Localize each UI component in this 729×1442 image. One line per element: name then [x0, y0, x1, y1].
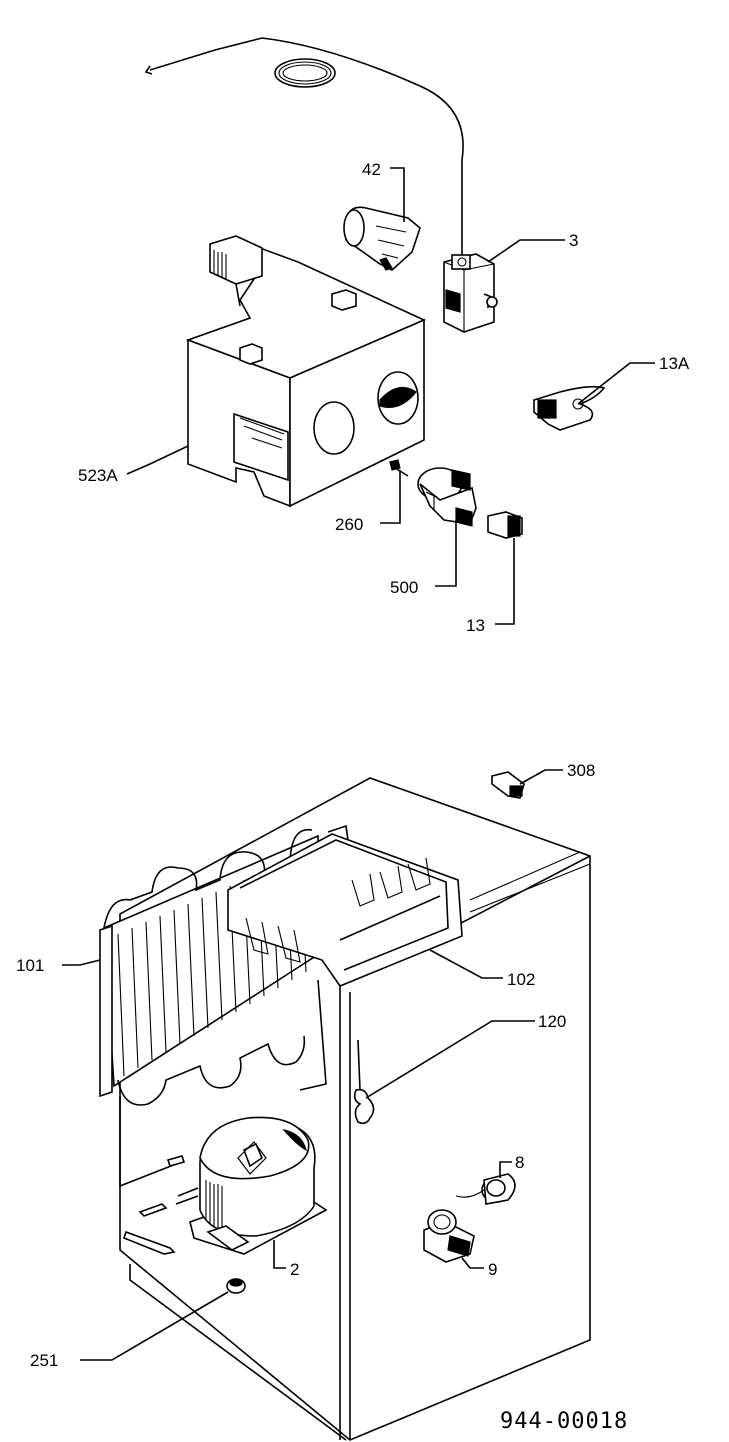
callout-13: 13 — [466, 616, 485, 635]
callout-500: 500 — [390, 578, 418, 597]
lamp-holder-part — [343, 206, 421, 271]
knob-pin-part — [487, 511, 523, 539]
callout-13A: 13A — [659, 354, 690, 373]
callout-8: 8 — [515, 1153, 524, 1172]
thermostat-knob-insert-part — [533, 385, 606, 431]
thermostat-part — [443, 253, 498, 333]
overload-protector-part — [423, 1209, 475, 1263]
document-code: 944-00018 — [500, 1409, 628, 1434]
callout-labels: 42 3 13A 523A 260 500 13 308 101 102 120… — [16, 160, 690, 1370]
callout-120: 120 — [538, 1012, 566, 1031]
callout-260: 260 — [335, 515, 363, 534]
loose-small-parts — [123, 1203, 246, 1294]
screw-part — [389, 459, 409, 477]
lamp-socket-part — [417, 467, 477, 527]
callout-308: 308 — [567, 761, 595, 780]
callout-251: 251 — [30, 1351, 58, 1370]
callout-3: 3 — [569, 231, 578, 250]
leader-lines — [62, 167, 655, 1361]
callout-2: 2 — [290, 1260, 299, 1279]
callout-9: 9 — [488, 1260, 497, 1279]
drip-tray-part — [227, 824, 463, 987]
compressor-part — [166, 1116, 328, 1255]
callout-523A: 523A — [78, 466, 118, 485]
light-housing-part — [185, 235, 426, 508]
callout-102: 102 — [507, 970, 535, 989]
sensor-probe-part — [353, 1039, 375, 1125]
hinge-cover-part — [491, 771, 525, 799]
capillary-tube — [144, 37, 464, 256]
callout-101: 101 — [16, 956, 44, 975]
start-relay-part — [455, 1173, 516, 1205]
callout-42: 42 — [362, 160, 381, 179]
